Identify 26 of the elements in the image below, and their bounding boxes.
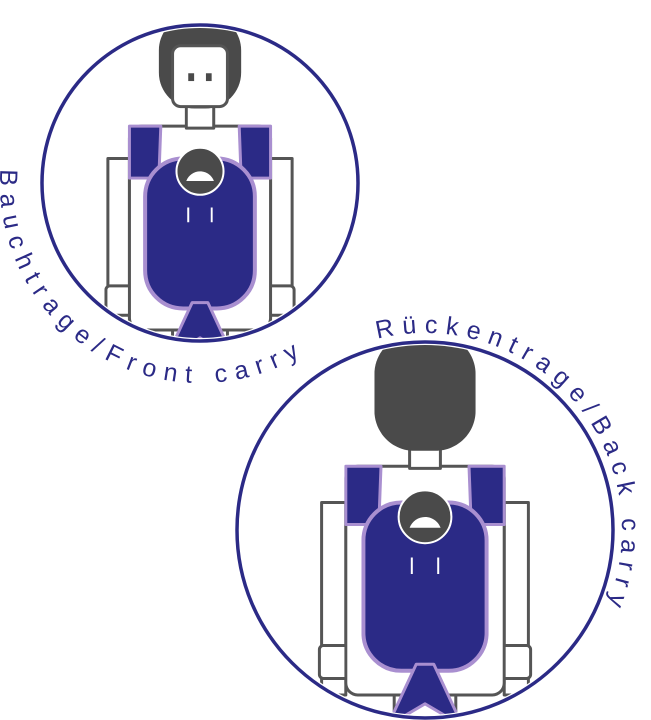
node-label: r [618, 562, 632, 571]
node-label: u [3, 215, 18, 228]
node-label: a [236, 364, 250, 380]
node-label: a [620, 540, 635, 553]
node-label: B [0, 171, 18, 185]
node-label: r [615, 578, 629, 588]
node-label: r [255, 359, 262, 374]
node-label: c [426, 320, 437, 334]
node-label: c [216, 368, 227, 382]
node-label: t [26, 272, 40, 284]
node-label: a [0, 194, 14, 208]
node-label: e [468, 325, 480, 340]
node-label: t [186, 366, 192, 383]
node-label: k [616, 481, 636, 496]
node-label: c [9, 236, 23, 248]
node-label: c [612, 462, 626, 474]
node-label: ü [404, 316, 416, 334]
node-label: y [282, 344, 296, 366]
node-label: k [446, 316, 460, 336]
node-label: c [622, 519, 636, 530]
node-label: o [143, 362, 156, 377]
node-label: R [376, 320, 394, 338]
node-label: h [15, 252, 33, 270]
node-label: n [164, 366, 176, 382]
node-label: r [126, 356, 138, 370]
node-label: r [270, 354, 278, 368]
